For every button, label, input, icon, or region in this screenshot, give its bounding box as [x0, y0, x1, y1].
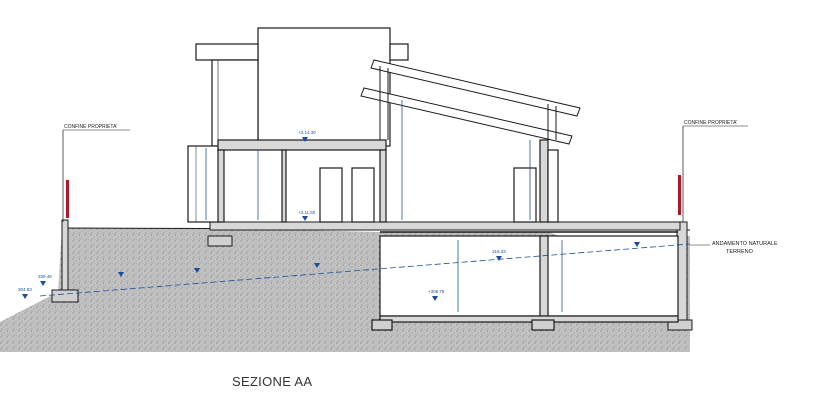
- terrain-label: ANDAMENTO NATURALE TERRENO: [690, 241, 778, 255]
- dimension-lines: [39, 100, 691, 312]
- elevation-floor: +3.11.50: [298, 210, 316, 215]
- terrain-label-line1: ANDAMENTO NATURALE: [712, 241, 778, 247]
- ground-floor: [187, 139, 559, 223]
- property-label-right: CONFINE PROPRIETA': [684, 120, 737, 126]
- elevation-ground-left-2: 304.83: [18, 287, 32, 292]
- basement: [371, 231, 679, 331]
- left-retaining-wall: [51, 219, 79, 303]
- upper-volume: [195, 27, 409, 147]
- ground-floor-slab: [207, 221, 681, 247]
- property-marker-left: CONFINE PROPRIETA': [62, 124, 130, 222]
- elevation-ground-right: 316.33: [492, 249, 506, 254]
- pergola-roof: [360, 59, 581, 145]
- elevation-ground-left-1: 209.46: [38, 274, 52, 279]
- elevation-roof: +3.14.30: [298, 130, 316, 135]
- elevation-basement: +308.76: [428, 289, 445, 294]
- elevation-markers: +3.14.30 +3.11.50 209.46 304.83 316.33 +…: [18, 130, 640, 301]
- property-label-left: CONFINE PROPRIETA': [64, 124, 117, 130]
- section-title: SEZIONE AA: [232, 374, 312, 389]
- terrain-label-line2: TERRENO: [726, 249, 754, 255]
- property-marker-right: CONFINE PROPRIETA': [678, 120, 748, 222]
